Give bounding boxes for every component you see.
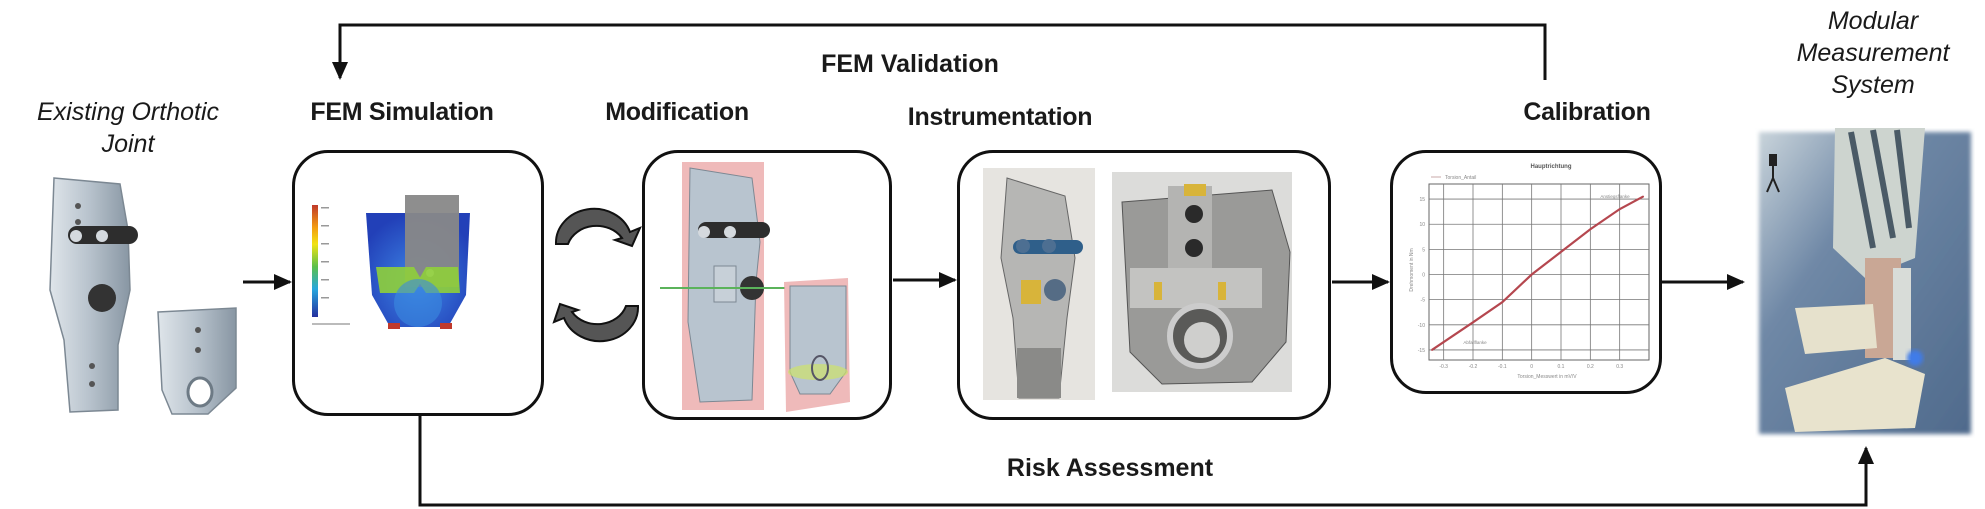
stage-title-fem-simulation: FEM Simulation (310, 98, 494, 126)
chart-x-tick-label: -0.2 (1469, 364, 1478, 370)
tripod (1766, 164, 1780, 193)
loop-fem-validation (332, 23, 1547, 80)
chart-data-point (1530, 273, 1533, 276)
calibration-chart: Hauptrichtung Torsion_Antail -0.3-0.2-0.… (1409, 164, 1650, 380)
chart-y-tick-label: -15 (1418, 348, 1425, 354)
chart-x-tick-label: -0.1 (1498, 364, 1507, 370)
joint-lower-part (157, 307, 237, 415)
chart-data-point (1618, 208, 1621, 211)
chart-x-tick-label: -0.3 (1439, 364, 1448, 370)
chart-y-ticks: 15 10 5 0 -5 -10 -15 (1418, 197, 1425, 354)
chart-x-tick-label: 0.1 (1558, 364, 1565, 370)
input-label-line1: Existing Orthotic (36, 98, 220, 126)
chart-data-point (1642, 195, 1645, 198)
chart-ylabel: Drehmoment in Nm (1409, 248, 1415, 291)
chart-y-tick-label: -10 (1418, 323, 1425, 329)
chart-legend: Torsion_Antail (1445, 175, 1476, 181)
fem-simulation-image (312, 195, 470, 329)
instrumentation-photo-part (1112, 172, 1292, 392)
loop-label-fem-validation: FEM Validation (821, 50, 999, 78)
output-label-line2: Measurement (1796, 39, 1950, 67)
stage-title-calibration: Calibration (1523, 98, 1651, 126)
instrumentation-photo-joint (983, 168, 1095, 400)
fem-scale-caption (312, 323, 350, 325)
chart-data-point (1501, 301, 1504, 304)
chart-annotation-bottom: Abfallflanke (1463, 340, 1487, 345)
stage-title-modification: Modification (605, 98, 749, 126)
output-label-line1: Modular (1827, 7, 1919, 35)
cycle-arrow-forward-icon (554, 207, 642, 248)
chart-x-tick-label: 0.3 (1616, 364, 1623, 370)
chart-x-tick-label: 0 (1530, 364, 1533, 370)
orthotic-joint-image (49, 177, 237, 415)
input-label-line2: Joint (101, 130, 155, 158)
chart-y-tick-label: 10 (1419, 222, 1425, 228)
chart-y-tick-label: -5 (1421, 298, 1426, 304)
input-label: Existing Orthotic Joint (37, 96, 219, 160)
chart-annotation-top: Anstiegsflanke (1600, 194, 1630, 199)
chart-data-point (1431, 349, 1433, 351)
cycle-arrow-back-icon (552, 302, 640, 343)
loop-label-risk-assessment: Risk Assessment (1006, 454, 1214, 482)
output-label-line3: System (1831, 71, 1915, 99)
chart-y-tick-label: 0 (1422, 273, 1425, 279)
output-label: Modular Measurement System (1797, 5, 1950, 101)
chart-data-point (1589, 228, 1592, 231)
chart-x-ticks: -0.3 -0.2 -0.1 0 0.1 0.2 0.3 (1439, 364, 1623, 370)
stage-title-instrumentation: Instrumentation (907, 103, 1093, 131)
sensor-light (1907, 350, 1923, 366)
chart-series-line (1431, 195, 1644, 351)
chart-x-tick-label: 0.2 (1587, 364, 1594, 370)
shoe-back (1795, 304, 1877, 354)
strain-gauge (1021, 280, 1041, 304)
chart-data-point (1560, 250, 1562, 253)
chart-data-point (1472, 321, 1474, 324)
fem-color-scale (312, 205, 318, 317)
modification-image (660, 162, 850, 412)
chart-y-tick-label: 15 (1419, 197, 1425, 203)
chart-y-tick-label: 5 (1422, 247, 1425, 253)
chart-title: Hauptrichtung (1531, 164, 1572, 170)
cycle-arrows-icon (552, 207, 642, 343)
shoe-front (1785, 358, 1925, 432)
measurement-system-photo (1759, 128, 1971, 434)
chart-xlabel: Torsion_Messwert in mV/V (1517, 374, 1577, 380)
joint-pivot (88, 284, 116, 312)
loop-risk-assessment (418, 416, 1874, 507)
